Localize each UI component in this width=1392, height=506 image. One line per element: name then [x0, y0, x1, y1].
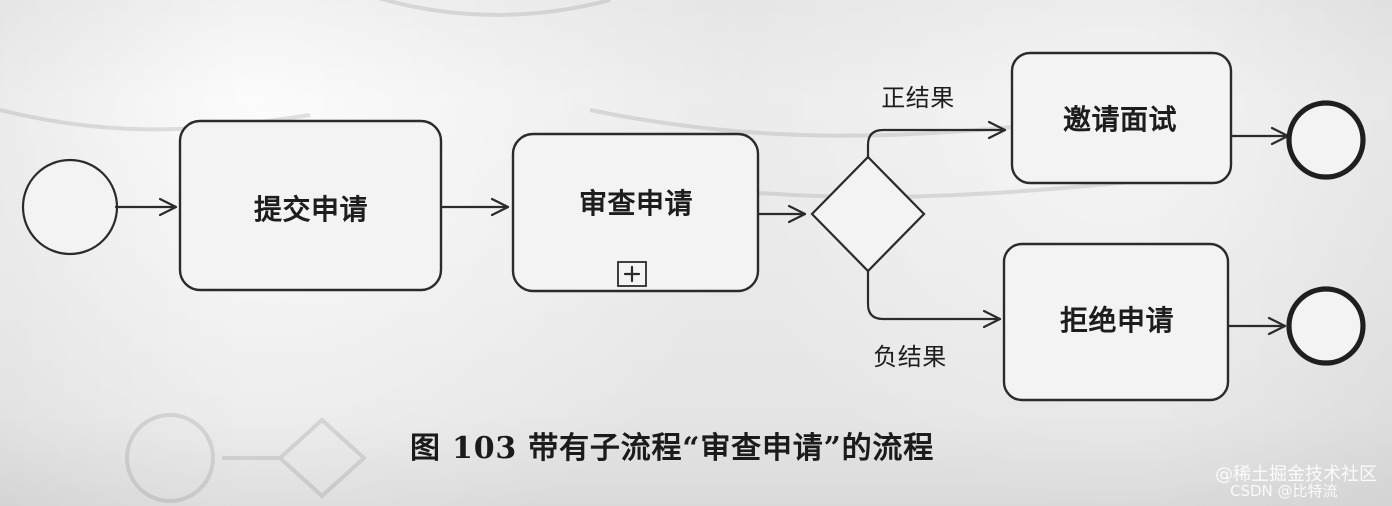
reject-application-label: 拒绝申请: [1060, 304, 1174, 337]
positive-branch-label: 正结果: [881, 84, 955, 112]
figure-caption: 图 103 带有子流程“审查申请”的流程: [410, 431, 934, 466]
arrowhead-start-submit: [158, 197, 178, 217]
plus-icon: [623, 265, 641, 283]
end-event-top-icon: [1286, 100, 1366, 180]
subprocess-marker-box: [617, 261, 647, 287]
reject-application-box: [1002, 242, 1230, 402]
connector-gateway-invite: [866, 128, 1007, 159]
start-event-icon: [21, 158, 119, 256]
watermark-top: @稀土掘金技术社区: [1215, 464, 1377, 485]
watermark-bottom: CSDN @比特流: [1230, 482, 1338, 500]
arrowhead-gateway-invite: [987, 120, 1007, 140]
ghost-circle: [125, 413, 215, 503]
ghost-diamond: [222, 417, 367, 499]
submit-application-label: 提交申请: [254, 193, 368, 226]
end-event-bottom-icon: [1286, 286, 1366, 366]
arrowhead-review-gateway: [787, 204, 807, 224]
invite-interview-box: [1010, 51, 1233, 185]
arrowhead-reject-end: [1267, 316, 1287, 336]
invite-interview-label: 邀请面试: [1063, 103, 1177, 136]
review-application-box: [511, 132, 760, 293]
ghost-middle-scribble: [589, 108, 1081, 138]
ghost-top-scribble: [378, 0, 611, 17]
arrowhead-submit-review: [490, 197, 510, 217]
review-application-label: 审查申请: [579, 187, 693, 220]
connector-gateway-reject: [866, 269, 1002, 321]
gateway-diamond-icon: [810, 155, 926, 273]
negative-branch-label: 负结果: [873, 343, 947, 371]
main-flow: 提交申请 审查申请 正结果 负结果 邀请面试 拒绝申请: [21, 51, 1366, 402]
submit-application-box: [178, 119, 443, 292]
arrowhead-gateway-reject: [982, 309, 1002, 329]
